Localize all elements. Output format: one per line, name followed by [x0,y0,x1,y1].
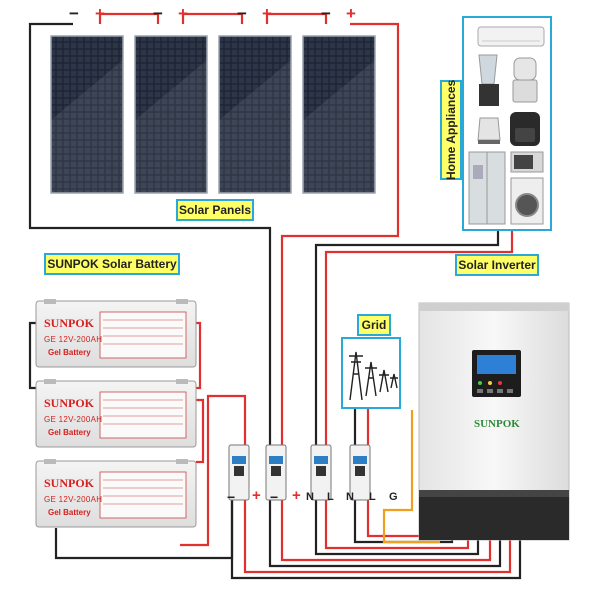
washing-machine-icon [510,177,544,225]
battery-brand: SUNPOK [44,316,95,330]
power-tower-icon [349,351,398,401]
battery-type: Gel Battery [48,428,91,437]
panel-positive-marker: + [178,4,188,23]
solar-panel [134,35,208,194]
breaker-group [228,444,371,501]
grid-label: Grid [357,314,391,336]
battery-brand: SUNPOK [44,476,95,490]
air-conditioner-icon [477,26,545,47]
air-fryer-icon [510,112,540,146]
terminal-label: G [389,491,398,503]
microwave-icon [510,151,544,173]
inverter-label: Solar Inverter [455,254,539,276]
panel-negative-marker: − [69,4,79,23]
dc-breaker-battery [228,444,250,501]
solar-panels-label: Solar Panels [176,199,254,221]
solar-panel-array [50,35,376,194]
terminal-label: L [327,491,334,503]
food-processor-icon [512,57,538,103]
home-appliances-panel [462,16,552,231]
panel-negative-marker: − [237,4,247,23]
ac-breaker-output [310,444,332,501]
grid-panel [341,337,401,409]
solar-panel [50,35,124,194]
ac-breaker-grid [349,444,371,501]
solar-panel [302,35,376,194]
battery-brand: SUNPOK [44,396,95,410]
battery-model: GE 12V-200AH [44,415,103,424]
panel-positive-marker: + [95,4,105,23]
battery-model: GE 12V-200AH [44,495,103,504]
battery-type: Gel Battery [48,508,91,517]
terminal-label: L [369,491,376,503]
wires [28,12,522,580]
battery [35,379,197,448]
terminal-label: − [270,489,279,505]
terminal-label: N [346,491,354,503]
battery [35,459,197,528]
terminal-label: + [252,487,261,504]
panel-positive-marker: + [262,4,272,23]
panel-negative-marker: − [153,4,163,23]
terminal-label: N [306,491,314,503]
terminal-label: + [292,487,301,504]
home-appliances-label: Home Appliances [440,80,462,180]
battery-model: GE 12V-200AH [44,335,103,344]
inverter-display [472,350,521,397]
solar-panel [218,35,292,194]
refrigerator-icon [468,151,506,225]
battery-bank [35,299,197,528]
terminal-label: − [227,489,236,505]
inverter-brand: SUNPOK [474,418,520,430]
solar-inverter [418,302,570,541]
blender-icon [478,54,499,106]
battery-type: Gel Battery [48,348,91,357]
battery [35,299,197,368]
kettle-icon [477,117,501,144]
panel-negative-marker: − [321,4,331,23]
dc-breaker-pv [265,444,287,501]
panel-positive-marker: + [346,4,356,23]
battery-label: SUNPOK Solar Battery [44,253,180,275]
